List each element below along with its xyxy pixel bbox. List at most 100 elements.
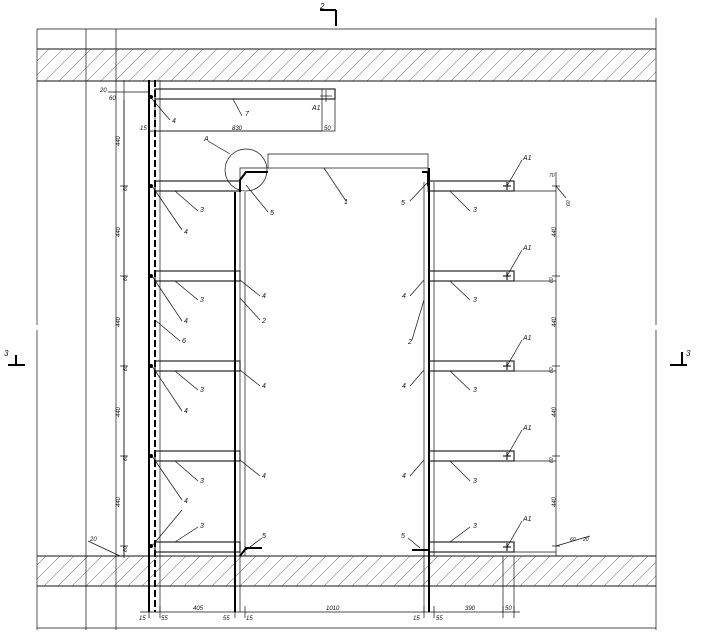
right-spacing-4: 440 — [552, 496, 558, 507]
right-bracket-5-label: 3 — [473, 523, 477, 530]
left-bracket-1-label: 3 — [200, 207, 204, 214]
left-spacing-3: 440 — [116, 316, 122, 327]
right-bracket-4: A1 3 — [428, 425, 556, 485]
left-post-label: 2 — [261, 318, 266, 325]
top-bracket-anchor-label: A1 — [311, 105, 321, 112]
right-post-labels: 5 4 2 4 4 5 — [401, 181, 429, 549]
left-column-markers: 4 4 4 6 4 4 — [149, 95, 188, 548]
right-bottom-20: 20 — [582, 537, 589, 543]
left-post-part-3: 4 — [262, 473, 266, 480]
section-mark-top: 2 — [319, 2, 337, 26]
left-bracket-4: 3 — [154, 450, 241, 485]
right-side-60-4: 60 — [570, 537, 576, 543]
left-side-60-2: 60 — [123, 275, 129, 281]
bottom-dim-3: 405 — [193, 606, 204, 612]
ceiling-slab — [36, 18, 657, 556]
section-mark-top-label: 2 — [319, 2, 325, 11]
right-post-part-1: 4 — [402, 293, 406, 300]
bottom-dim-10: 50 — [505, 606, 512, 612]
right-side-60-1: 60 — [549, 277, 555, 283]
section-mark-right-label: 3 — [686, 349, 691, 358]
section-mark-left: 3 — [4, 349, 25, 366]
right-dimension-column: 70 60 440 60 440 60 440 60 440 60 20 — [549, 172, 591, 556]
top-bracket-dim-60: 60 — [109, 96, 116, 102]
left-bracket-1: 3 — [154, 180, 241, 214]
top-bracket-dim-offset: 15 — [140, 126, 147, 132]
right-bracket-4-label: 3 — [473, 478, 477, 485]
right-corner-top: 5 — [401, 200, 405, 207]
bottom-dim-9: 390 — [465, 606, 476, 612]
left-column-part-2: 4 — [184, 229, 188, 236]
left-column-part-6: 6 — [182, 338, 186, 345]
left-spacing-1: 440 — [116, 135, 122, 146]
left-post-part-2: 4 — [262, 383, 266, 390]
right-bracket-3-label: 3 — [473, 387, 477, 394]
left-column-part-1: 4 — [172, 118, 176, 125]
right-anchor-4: A1 — [522, 425, 532, 432]
right-post-label: 2 — [407, 339, 412, 346]
left-side-60-5: 60 — [123, 546, 129, 552]
right-bracket-2: A1 3 — [428, 245, 556, 304]
left-column-part-5: 4 — [184, 498, 188, 505]
right-bracket-1: A1 3 — [428, 155, 556, 214]
bottom-dim-6: 1010 — [326, 606, 340, 612]
right-spacing-1: 440 — [552, 226, 558, 237]
left-post-labels: 4 4 4 2 5 5 — [239, 184, 274, 551]
left-bracket-2: 3 — [154, 270, 241, 304]
top-bracket-dim-depth: 50 — [324, 126, 331, 132]
left-bracket-2-label: 3 — [200, 297, 204, 304]
right-spacing-3: 440 — [552, 406, 558, 417]
left-dimension-column: 440 440 440 440 440 60 60 60 60 60 20 — [87, 100, 129, 557]
right-side-60-top: 60 — [566, 200, 572, 206]
right-corner-bottom: 5 — [401, 533, 405, 540]
right-bracket-2-label: 3 — [473, 297, 477, 304]
right-anchor-3: A1 — [522, 335, 532, 342]
left-column-part-3: 4 — [184, 318, 188, 325]
bottom-dimension-line: 15 55 405 55 15 1010 15 55 390 50 — [139, 606, 520, 622]
bottom-dim-8: 55 — [436, 616, 443, 622]
right-spacing-2: 440 — [552, 316, 558, 327]
right-anchor-2: A1 — [522, 245, 532, 252]
right-anchor-5: A1 — [522, 516, 532, 523]
detail-callout-label: A — [203, 136, 209, 143]
section-mark-right: 3 — [670, 349, 691, 366]
bottom-dim-4: 55 — [223, 616, 230, 622]
left-post-part-4: 5 — [262, 533, 266, 540]
left-spacing-2: 440 — [116, 226, 122, 237]
left-corner-label: 5 — [270, 210, 274, 217]
top-bracket-part-label: 7 — [245, 111, 250, 118]
right-post-part-3: 4 — [402, 473, 406, 480]
floor-slab — [36, 330, 657, 630]
left-bottom-20: 20 — [89, 537, 97, 543]
left-bracket-3: 3 — [154, 360, 241, 394]
left-side-60-3: 60 — [123, 365, 129, 371]
left-bracket-5-label: 3 — [200, 523, 204, 530]
left-side-60-4: 60 — [123, 455, 129, 461]
bottom-dim-7: 15 — [413, 616, 420, 622]
left-bracket-3-label: 3 — [200, 387, 204, 394]
top-bracket: 7 A1 830 15 50 20 60 — [99, 88, 336, 132]
right-post-part-2: 4 — [402, 383, 406, 390]
section-mark-left-label: 3 — [4, 349, 9, 358]
right-side-60-2: 60 — [549, 367, 555, 373]
right-side-60-3: 60 — [549, 457, 555, 463]
door-frame: A 1 — [203, 136, 435, 612]
left-column-part-4: 4 — [184, 408, 188, 415]
left-side-60-1: 60 — [123, 185, 129, 191]
bottom-dim-2: 55 — [161, 616, 168, 622]
top-bracket-dim-20: 20 — [99, 88, 107, 94]
left-spacing-4: 440 — [116, 406, 122, 417]
right-top-70: 70 — [549, 173, 555, 179]
left-bracket-4-label: 3 — [200, 478, 204, 485]
right-anchor-1: A1 — [522, 155, 532, 162]
right-bracket-1-label: 3 — [473, 207, 477, 214]
left-post-part-1: 4 — [262, 293, 266, 300]
top-bracket-dim-width: 830 — [232, 126, 243, 132]
bottom-dim-5: 15 — [246, 616, 253, 622]
left-spacing-5: 440 — [116, 496, 122, 507]
left-bracket-5: 3 — [154, 523, 241, 553]
bottom-dim-1: 15 — [139, 616, 146, 622]
right-bracket-3: A1 3 — [428, 335, 556, 394]
door-lintel-part-label: 1 — [344, 199, 348, 206]
